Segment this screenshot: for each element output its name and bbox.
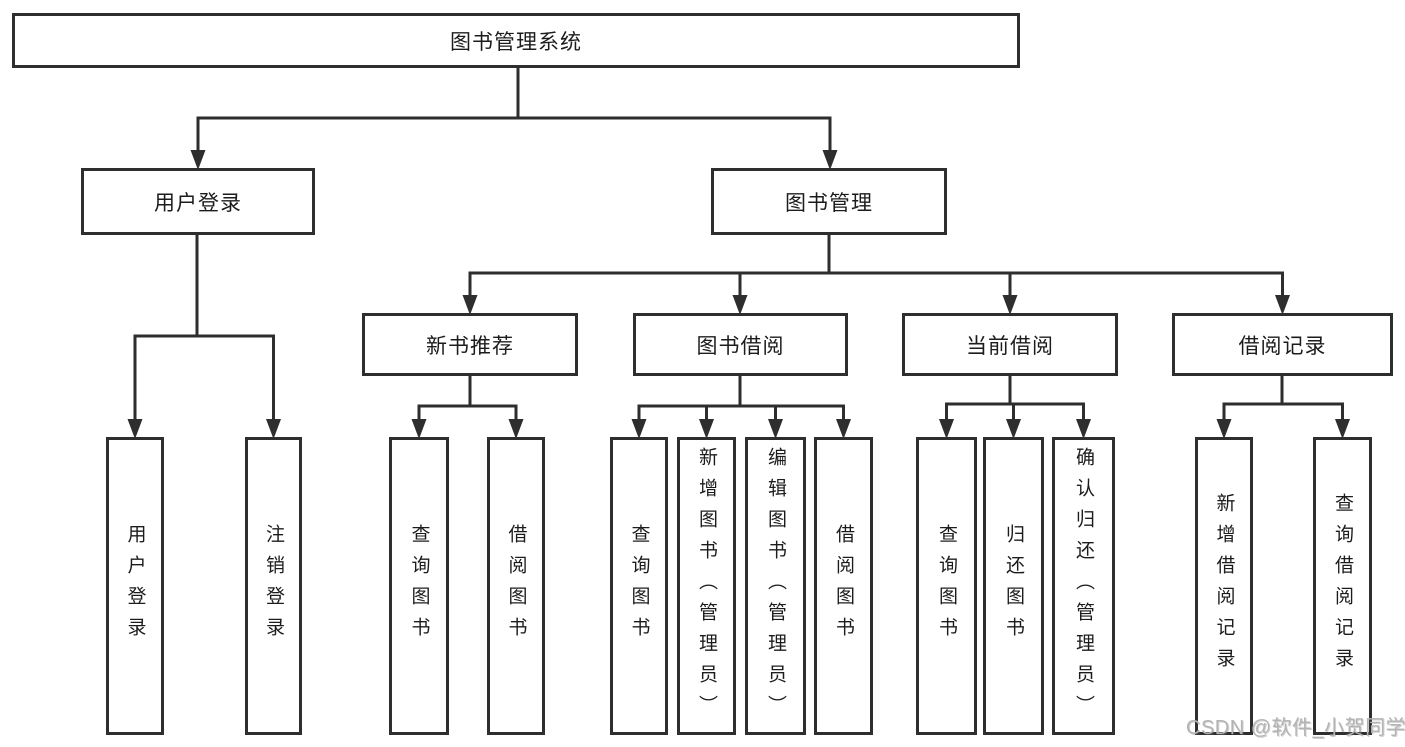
leaf-query-borrow-record-label: 查询借阅记录 xyxy=(1332,493,1353,679)
connector-book-borrowing-to-leaves xyxy=(631,376,851,439)
node-current-borrowing: 当前借阅 xyxy=(902,313,1118,376)
leaf-query-books-current: 查询图书 xyxy=(916,437,977,735)
leaf-confirm-return-admin: 确认归还（管理员） xyxy=(1052,437,1115,735)
leaf-add-books-admin-label: 新增图书（管理员） xyxy=(696,446,717,726)
leaf-return-books: 归还图书 xyxy=(983,437,1044,735)
leaf-confirm-return-admin-label: 确认归还（管理员） xyxy=(1073,446,1094,726)
leaf-query-books-recommend-label: 查询图书 xyxy=(408,524,430,648)
leaf-borrow-books-recommend: 借阅图书 xyxy=(487,437,545,735)
leaf-edit-books-admin-label: 编辑图书（管理员） xyxy=(765,446,786,726)
node-library-management-system: 图书管理系统 xyxy=(12,13,1020,68)
node-user-login: 用户登录 xyxy=(81,168,315,235)
leaf-logout: 注销登录 xyxy=(245,437,302,735)
csdn-watermark: CSDN @软件_小贺同学 xyxy=(1186,717,1405,739)
leaf-borrow-books: 借阅图书 xyxy=(814,437,873,735)
leaf-user-login-label: 用户登录 xyxy=(124,524,146,648)
leaf-return-books-label: 归还图书 xyxy=(1003,524,1024,648)
leaf-query-books-borrowing: 查询图书 xyxy=(610,437,668,735)
connector-user-login-to-leaves xyxy=(127,235,281,439)
leaf-add-borrow-record-label: 新增借阅记录 xyxy=(1213,493,1235,679)
connector-new-book-to-leaves xyxy=(411,376,524,439)
leaf-query-borrow-record: 查询借阅记录 xyxy=(1313,437,1372,735)
leaf-logout-label: 注销登录 xyxy=(263,524,284,648)
node-book-borrowing: 图书借阅 xyxy=(633,313,848,376)
leaf-add-borrow-record: 新增借阅记录 xyxy=(1195,437,1253,735)
node-book-management: 图书管理 xyxy=(711,168,947,235)
leaf-query-books-current-label: 查询图书 xyxy=(936,524,957,648)
node-borrowing-records: 借阅记录 xyxy=(1172,313,1393,376)
leaf-query-books-recommend: 查询图书 xyxy=(389,437,449,735)
connector-book-management-to-level3 xyxy=(462,235,1290,315)
connector-root-to-level2 xyxy=(190,68,838,170)
node-new-book-recommendation: 新书推荐 xyxy=(362,313,578,376)
connector-borrowing-records-to-leaves xyxy=(1216,376,1350,439)
leaf-borrow-books-recommend-label: 借阅图书 xyxy=(505,524,527,648)
leaf-user-login: 用户登录 xyxy=(106,437,164,735)
leaf-borrow-books-label: 借阅图书 xyxy=(833,524,854,648)
connector-current-borrowing-to-leaves xyxy=(939,376,1091,439)
leaf-edit-books-admin: 编辑图书（管理员） xyxy=(745,437,806,735)
leaf-add-books-admin: 新增图书（管理员） xyxy=(677,437,736,735)
leaf-query-books-borrowing-label: 查询图书 xyxy=(628,524,650,648)
